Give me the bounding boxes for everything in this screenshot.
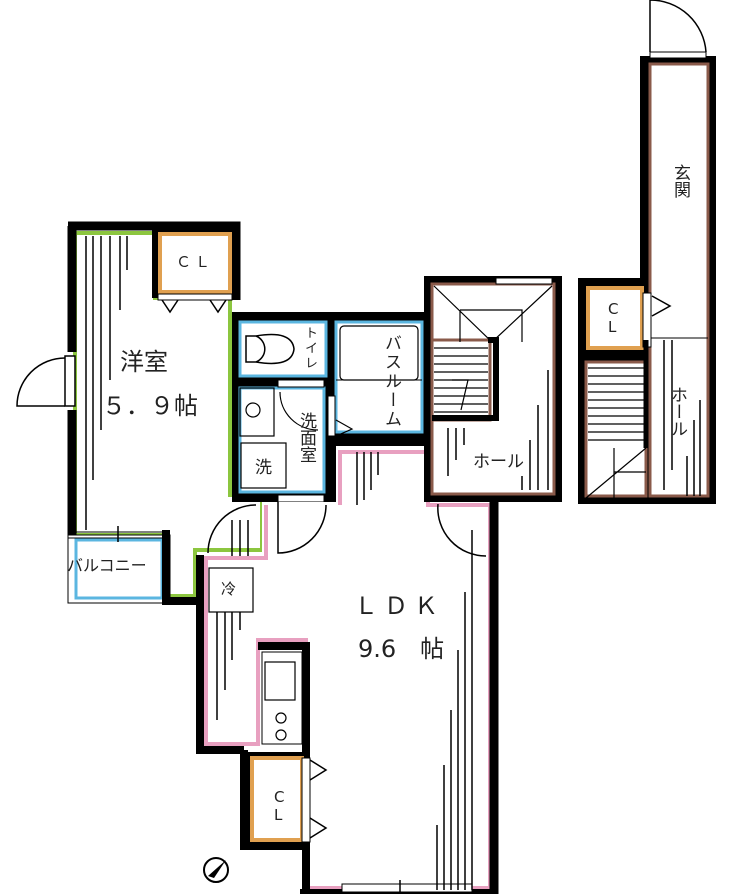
hall-upper-label: ホール <box>473 452 524 472</box>
hall-upper <box>424 276 562 502</box>
ldk-size: 9.6 帖 <box>358 635 445 663</box>
north-arrow-icon <box>203 857 229 883</box>
closet-ldk-line1: C <box>274 788 285 806</box>
hall-right-label: ホール <box>667 386 687 437</box>
western-room-name: 洋室 <box>120 348 168 376</box>
closet-western-label: ＣＬ <box>176 253 215 271</box>
washer-label: 洗 <box>255 458 272 478</box>
entrance-area <box>578 0 716 504</box>
western-room-size: ５．９帖 <box>102 392 198 420</box>
closet-western <box>152 228 236 314</box>
washroom-label: 洗面室 <box>296 412 316 463</box>
entrance-label: 玄関 <box>670 164 690 198</box>
bathroom-label: バスルーム <box>381 334 401 429</box>
closet-right-line2: L <box>608 318 617 336</box>
balcony-label: バルコニー <box>67 556 147 575</box>
ldk-name: ＬＤＫ <box>354 592 444 620</box>
closet-ldk <box>244 752 328 846</box>
closet-ldk-line2: L <box>274 806 283 824</box>
wet-area <box>232 312 430 503</box>
toilet-label: トイレ <box>302 326 317 371</box>
closet-right-line1: C <box>608 300 619 318</box>
balcony <box>67 526 206 605</box>
fridge-label: 冷 <box>221 580 237 598</box>
